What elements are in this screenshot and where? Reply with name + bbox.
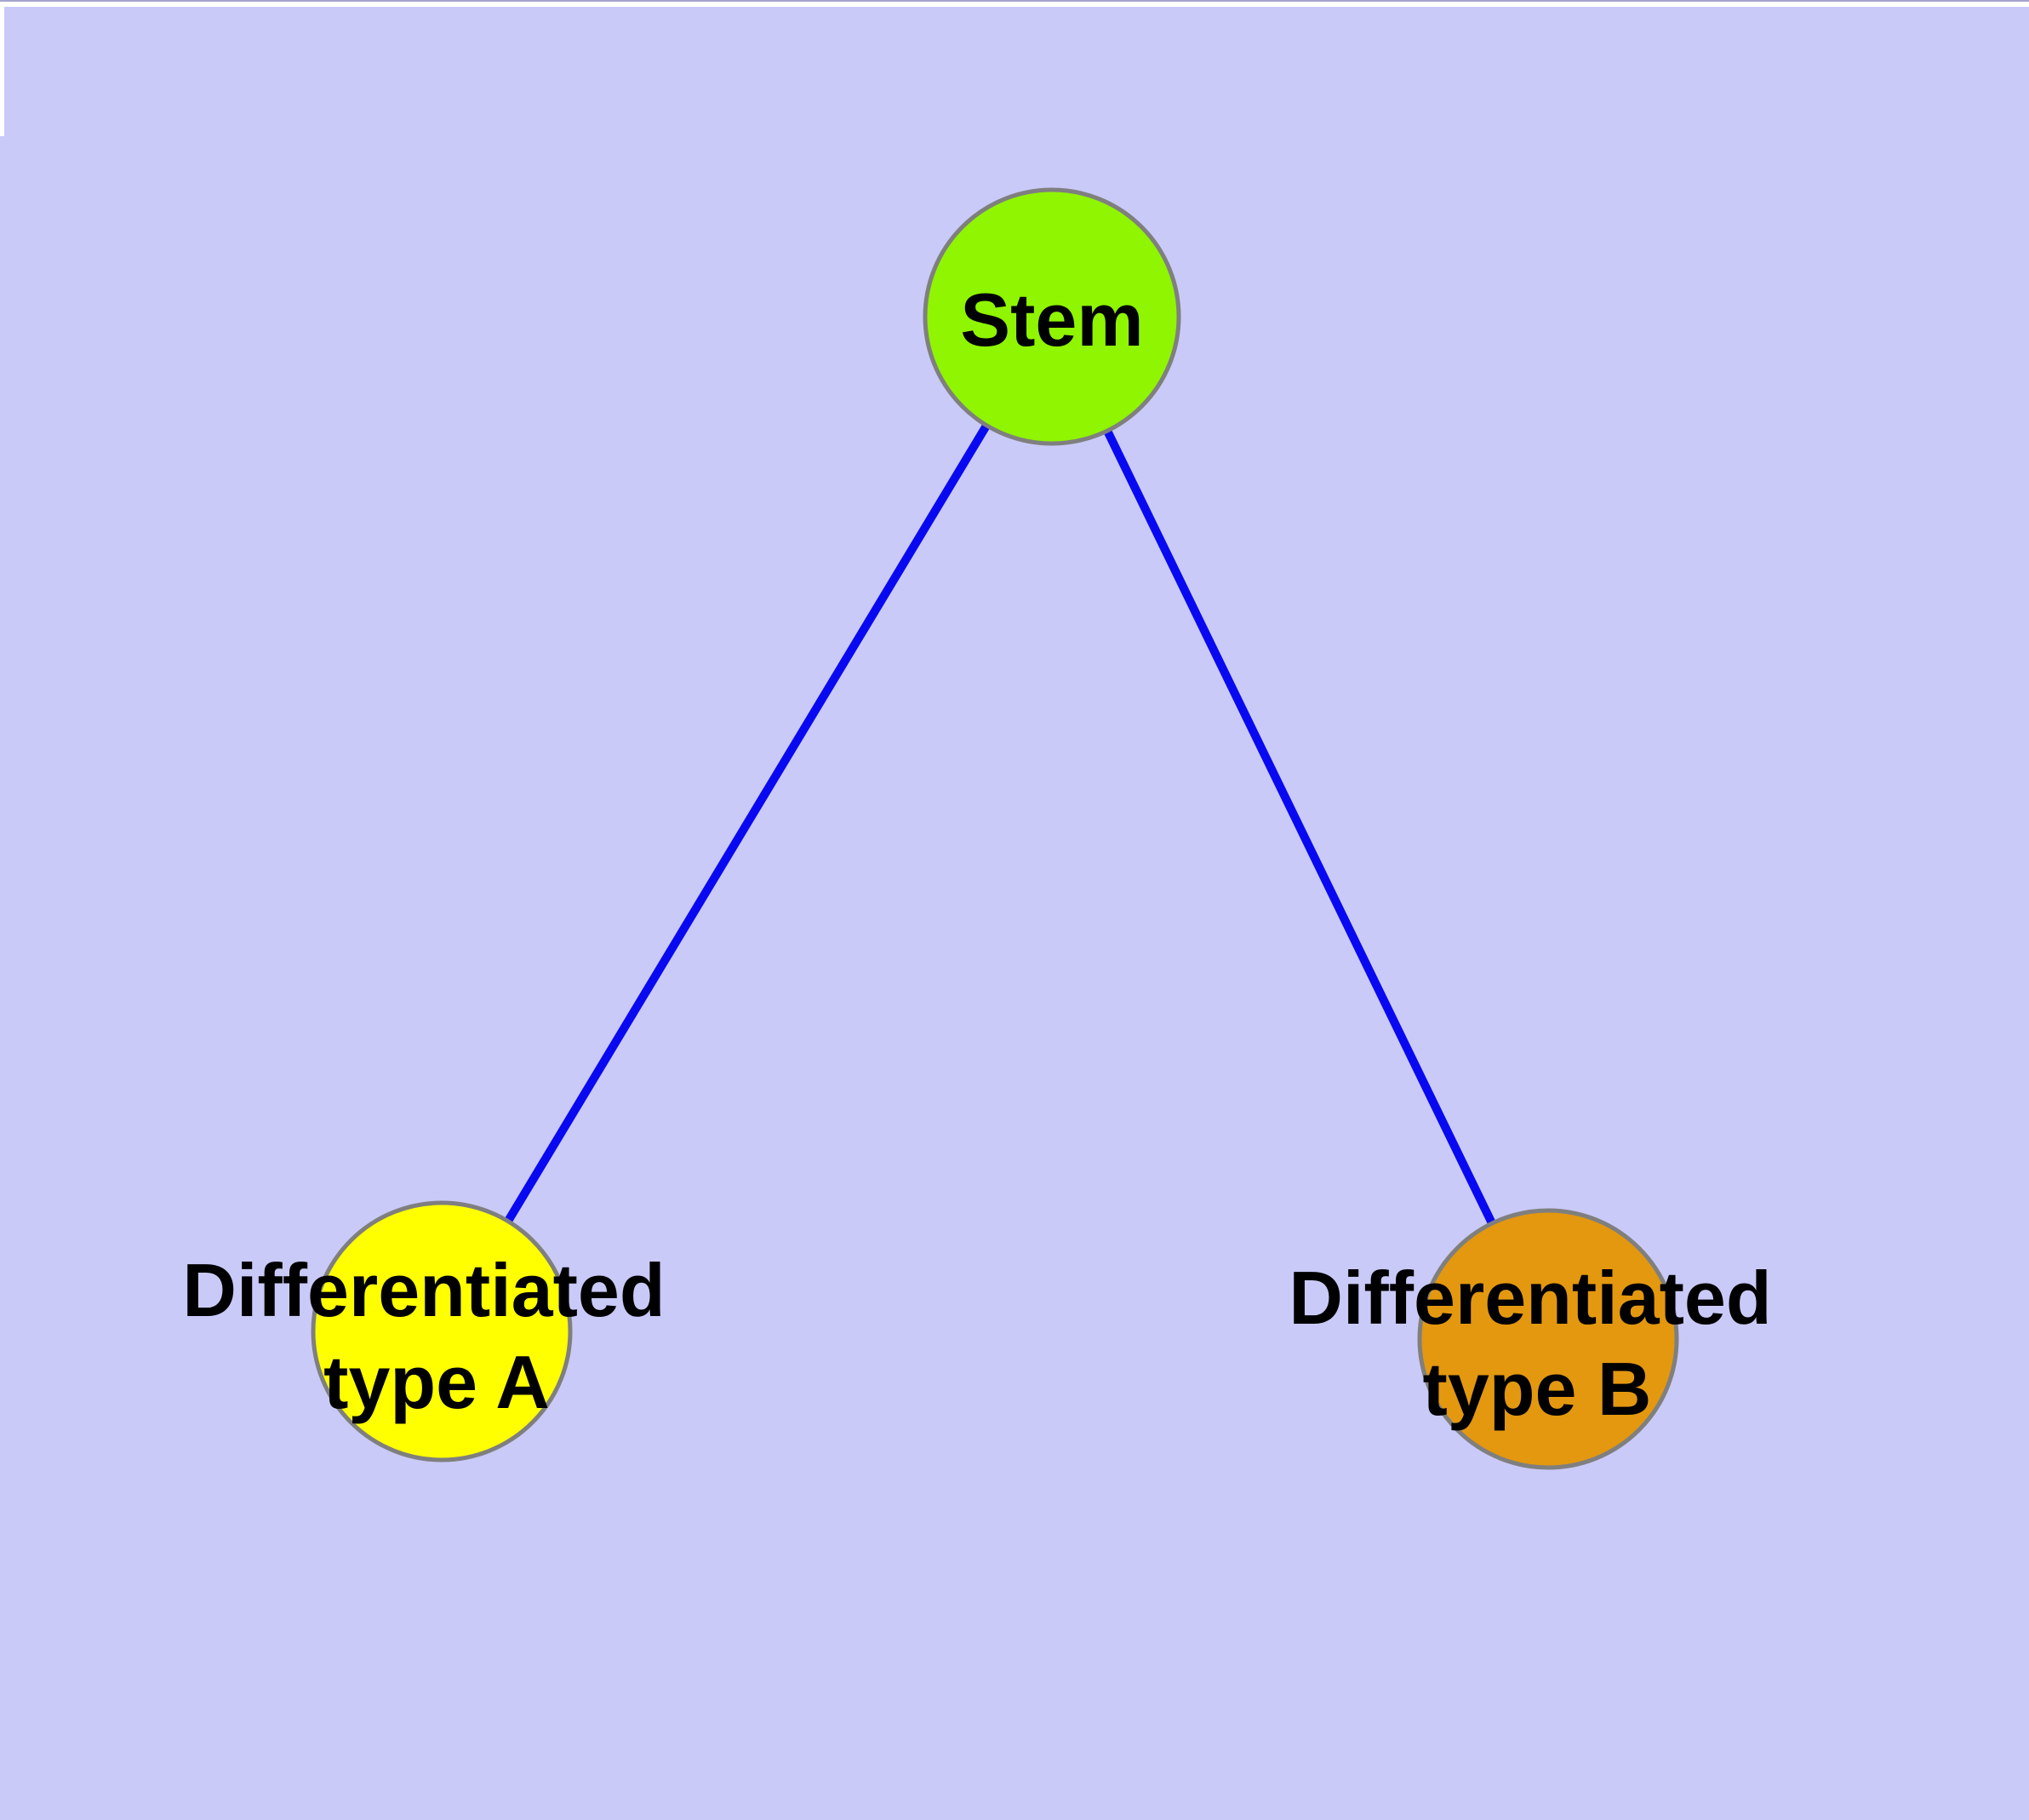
- node-stem-label: Stem: [960, 278, 1143, 362]
- node-type-a-label-line2: type A: [323, 1340, 550, 1424]
- edge-stem-to-type-b: [1048, 314, 1552, 1342]
- node-type-b-label-line2: type B: [1423, 1347, 1652, 1431]
- node-stem-circle: [923, 187, 1181, 446]
- node-type-a-label-line1: Differentiated: [182, 1248, 665, 1332]
- left-page-margin: [0, 7, 4, 136]
- top-hairline: [0, 0, 2029, 2]
- node-type-a-circle: [311, 1200, 573, 1462]
- edge-stem-to-type-a: [437, 314, 1056, 1334]
- top-page-margin: [0, 2, 2029, 7]
- node-type-b-circle: [1417, 1208, 1679, 1470]
- node-type-b-label-line1: Differentiated: [1289, 1256, 1771, 1340]
